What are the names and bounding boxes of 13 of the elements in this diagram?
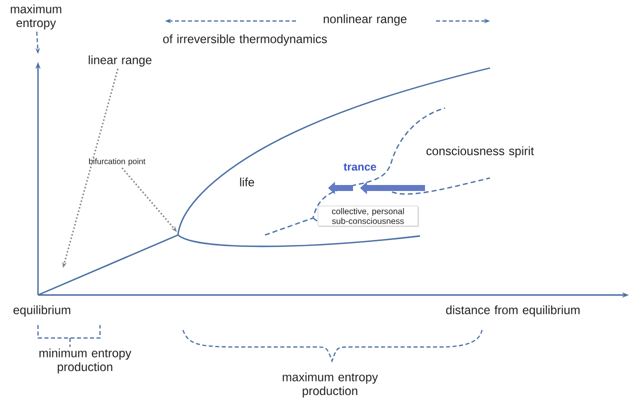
- axis-label: distance from equilibrium: [446, 305, 580, 317]
- axis-label: equilibrium: [14, 305, 70, 317]
- region-label: trance: [344, 163, 376, 171]
- brace-label: minimum entropy production: [39, 348, 132, 374]
- axis-label: maximum entropy: [10, 4, 62, 30]
- point-label: bifurcation point: [89, 158, 146, 166]
- region-label: life: [240, 178, 254, 186]
- range-label: nonlinear range: [324, 14, 406, 26]
- brace-label: maximum entropy production: [282, 372, 378, 398]
- region-box: collective, personal sub-consciousness: [318, 206, 419, 228]
- region-label: consciousness spirit: [426, 146, 534, 158]
- range-label: linear range: [88, 55, 152, 67]
- range-label: of irreversible thermodynamics: [163, 34, 327, 46]
